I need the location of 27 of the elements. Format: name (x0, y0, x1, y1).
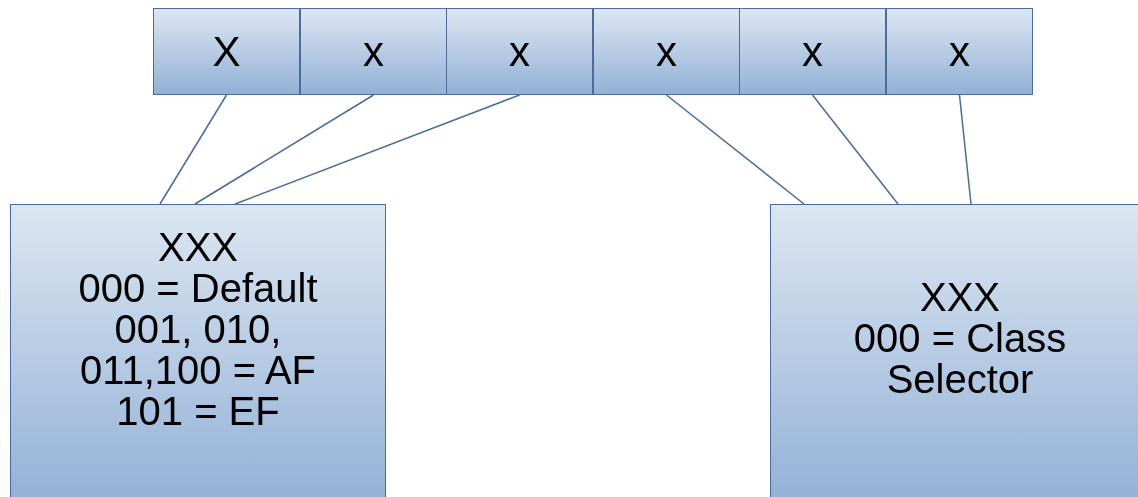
bit-label: x (656, 27, 677, 76)
bit-label: x (949, 27, 970, 76)
bit-field-cell (739, 8, 886, 95)
info-box (770, 204, 1138, 497)
value-description: 000 = Default (78, 268, 318, 309)
value-description: 001, 010, (114, 309, 282, 350)
bit-label: X (212, 27, 241, 76)
connector-line (665, 94, 805, 205)
field-heading: XXX (157, 227, 238, 268)
bit-field-cell (300, 8, 447, 95)
bit-label: x (802, 27, 823, 76)
bit-field-cell (446, 8, 593, 95)
value-description: 000 = Class Selector (852, 318, 1068, 400)
connector-line (194, 94, 375, 205)
connector-line (811, 94, 899, 205)
bit-field-cell (886, 8, 1033, 95)
info-box (10, 204, 386, 497)
bit-label: x (509, 27, 530, 76)
bit-label: x (363, 27, 384, 76)
value-description: 101 = EF (116, 391, 280, 432)
bit-field-cell (593, 8, 740, 95)
connector-line (159, 94, 228, 205)
bit-field-cell (153, 8, 300, 95)
connector-line (234, 94, 521, 205)
connector-line (958, 94, 972, 205)
field-heading: XXX (919, 277, 1000, 318)
value-description: 011,100 = AF (79, 350, 317, 391)
